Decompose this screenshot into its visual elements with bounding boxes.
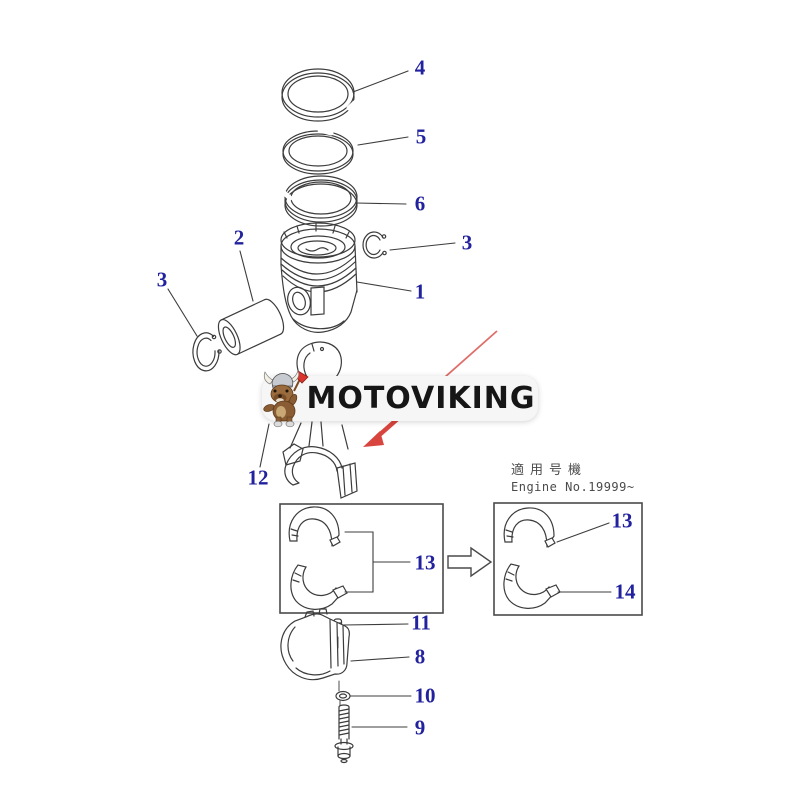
callout-2-piston-pin: 2 <box>233 225 245 250</box>
applicability-note-jp: 適用号機 <box>511 463 588 478</box>
callout-10-washer: 10 <box>414 683 436 708</box>
piston-ring-second <box>282 127 354 175</box>
washer <box>335 690 351 702</box>
viking-dog-mascot-icon <box>263 370 309 428</box>
callout-3-snap-ring-left: 3 <box>156 267 168 292</box>
piston-pin <box>217 298 285 356</box>
applicability-note: 適用号機 Engine No.19999~ <box>511 459 635 494</box>
callout-3-snap-ring-right: 3 <box>461 230 473 255</box>
piston-ring-top <box>281 68 360 122</box>
callout-6-oil-ring: 6 <box>414 191 426 216</box>
callout-13-bearing-upper: 13 <box>611 508 633 533</box>
watermark-band: MOTOVIKING <box>262 376 538 421</box>
assembly-centerline <box>337 636 341 707</box>
piston-oil-ring <box>280 175 358 227</box>
cap-bolt <box>334 704 354 764</box>
callout-12-bushing: 12 <box>247 465 269 490</box>
bearing-box-current <box>279 503 444 614</box>
snap-ring-left <box>192 332 222 372</box>
bearing-shell-lower-current <box>290 564 348 610</box>
piston <box>280 222 358 333</box>
bearing-box-late <box>493 502 643 616</box>
bearing-shell-upper-current <box>288 506 341 547</box>
callout-4-top-ring: 4 <box>414 55 426 80</box>
bearing-shell-lower-late <box>503 563 561 609</box>
bearing-shell-upper-late <box>503 507 556 548</box>
bearing-cap <box>280 608 350 681</box>
connecting-rod <box>282 341 358 499</box>
watermark-text: MOTOVIKING <box>306 381 536 416</box>
transition-arrow-icon <box>447 546 493 578</box>
callout-5-second-ring: 5 <box>415 124 427 149</box>
callout-14-bearing-lower: 14 <box>614 579 636 604</box>
callout-9-cap-bolt: 9 <box>414 715 426 740</box>
callout-8-bearing-cap: 8 <box>414 644 426 669</box>
callout-13-bearing-set: 13 <box>414 550 436 575</box>
callout-11-dowel-pin: 11 <box>411 610 431 635</box>
snap-ring-right <box>362 231 387 259</box>
applicability-note-en: Engine No.19999~ <box>511 480 635 494</box>
callout-1-piston: 1 <box>414 279 426 304</box>
leader-lines <box>167 70 612 728</box>
